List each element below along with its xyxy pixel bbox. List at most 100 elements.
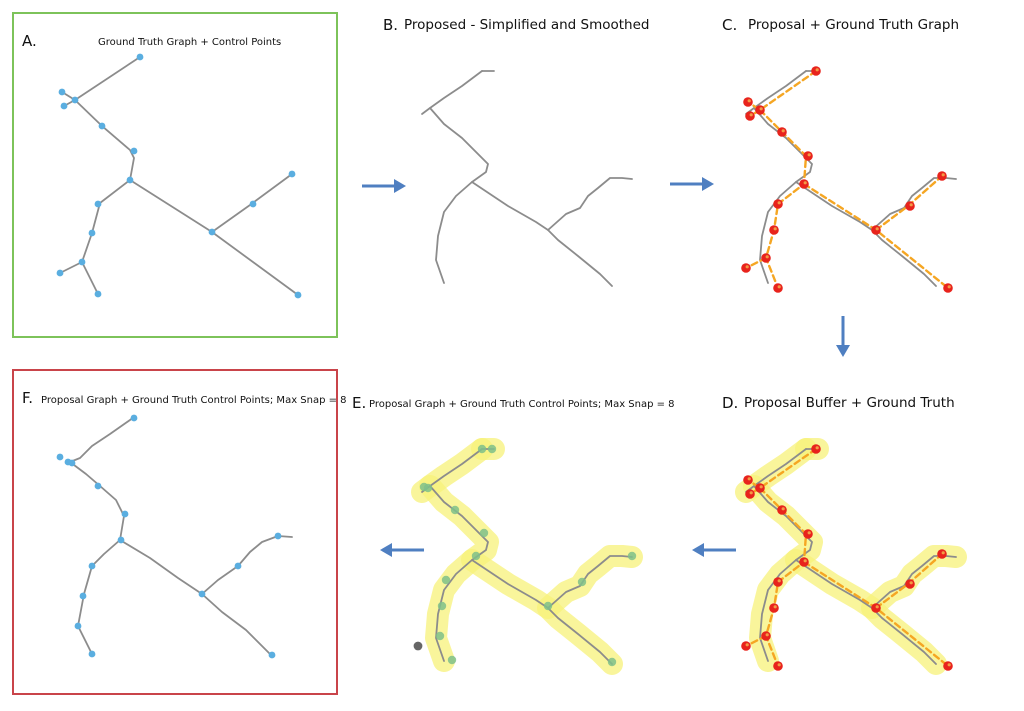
ground-truth-node-highlight <box>749 113 753 117</box>
ground-truth-node <box>871 225 881 235</box>
ground-truth-node <box>799 179 809 189</box>
snapped-control-point <box>88 562 96 570</box>
ground-truth-node-highlight <box>781 507 785 511</box>
snapped-control-point <box>447 655 457 665</box>
ground-truth-node-highlight <box>777 201 781 205</box>
control-point <box>88 229 96 237</box>
panel-a-title: Ground Truth Graph + Control Points <box>98 37 281 48</box>
panel-f-graph <box>56 414 293 659</box>
snapped-control-point <box>487 444 497 454</box>
ground-truth-node-highlight <box>941 551 945 555</box>
ground-truth-node <box>905 579 915 589</box>
road-segment <box>471 559 613 665</box>
snapped-control-point <box>435 631 445 641</box>
panel-b-graph <box>421 70 633 287</box>
ground-truth-node-highlight <box>909 581 913 585</box>
ground-truth-edge <box>802 182 950 290</box>
snapped-control-point <box>607 657 617 667</box>
panel-b-letter: B. <box>383 16 398 34</box>
ground-truth-node-highlight <box>745 643 749 647</box>
ground-truth-edge <box>746 447 818 490</box>
road-segment <box>59 261 83 274</box>
road-segment <box>471 181 613 287</box>
ground-truth-node <box>745 111 755 121</box>
ground-truth-node-highlight <box>777 663 781 667</box>
road-segment <box>69 416 135 463</box>
ground-truth-node <box>743 475 753 485</box>
panel-c-letter: C. <box>722 16 737 34</box>
snapped-control-point <box>437 601 447 611</box>
ground-truth-node-highlight <box>803 559 807 563</box>
ground-truth-node <box>811 444 821 454</box>
ground-truth-node-highlight <box>803 181 807 185</box>
ground-truth-node <box>905 201 915 211</box>
ground-truth-node-highlight <box>773 605 777 609</box>
snapped-control-point <box>79 592 87 600</box>
panel-a-graph <box>56 53 302 299</box>
panel-f-letter: F. <box>22 389 33 407</box>
panel-e-letter: E. <box>352 394 366 412</box>
control-point <box>288 170 296 178</box>
snapped-control-point <box>471 551 481 561</box>
control-point <box>94 290 102 298</box>
ground-truth-node <box>777 127 787 137</box>
control-point <box>136 53 144 61</box>
ground-truth-node-highlight <box>875 605 879 609</box>
snapped-control-point <box>479 528 489 538</box>
ground-truth-node-highlight <box>765 255 769 259</box>
ground-truth-node <box>755 483 765 493</box>
road-segment <box>119 539 271 655</box>
snapped-control-point <box>419 482 429 492</box>
snapped-control-point <box>74 622 82 630</box>
road-segment <box>201 535 293 595</box>
ground-truth-node-highlight <box>941 173 945 177</box>
ground-truth-node <box>761 253 771 263</box>
ground-truth-node <box>773 577 783 587</box>
ground-truth-node <box>773 199 783 209</box>
panel-d-title: Proposal Buffer + Ground Truth <box>744 395 955 411</box>
arrow-d-to-e <box>692 543 736 557</box>
road-segment <box>795 559 937 665</box>
control-point <box>58 88 66 96</box>
ground-truth-node-highlight <box>759 107 763 111</box>
ground-truth-node-highlight <box>909 203 913 207</box>
road-segment <box>74 99 135 295</box>
panel-d-letter: D. <box>722 394 738 412</box>
ground-truth-node <box>755 105 765 115</box>
ground-truth-node-highlight <box>947 663 951 667</box>
ground-truth-node <box>743 97 753 107</box>
control-point <box>94 200 102 208</box>
snapped-control-point <box>117 536 125 544</box>
road-segment <box>429 107 489 284</box>
snapped-control-point <box>121 510 129 518</box>
control-point <box>71 96 79 104</box>
ground-truth-node <box>769 603 779 613</box>
road-segment <box>547 555 633 609</box>
ground-truth-node-highlight <box>777 579 781 583</box>
ground-truth-node-highlight <box>807 531 811 535</box>
snapped-control-point <box>274 532 282 540</box>
ground-truth-edge <box>758 486 808 668</box>
control-point <box>60 102 68 110</box>
ground-truth-node <box>799 557 809 567</box>
control-point <box>249 200 257 208</box>
ground-truth-node-highlight <box>947 285 951 289</box>
snapped-control-point <box>68 459 76 467</box>
control-point <box>294 291 302 299</box>
ground-truth-node <box>811 66 821 76</box>
panel-a-frame <box>12 12 338 338</box>
ground-truth-node <box>777 505 787 515</box>
snapped-control-point <box>627 551 637 561</box>
ground-truth-node <box>741 641 751 651</box>
ground-truth-node-highlight <box>773 227 777 231</box>
panel-b-title: Proposed - Simplified and Smoothed <box>404 17 649 33</box>
road-segment <box>745 448 807 493</box>
control-point <box>78 258 86 266</box>
arrow-c-to-d <box>836 316 850 357</box>
snapped-control-point <box>56 453 64 461</box>
road-graphs <box>56 53 967 675</box>
snapped-control-point <box>477 444 487 454</box>
ground-truth-node <box>741 263 751 273</box>
ground-truth-node <box>761 631 771 641</box>
